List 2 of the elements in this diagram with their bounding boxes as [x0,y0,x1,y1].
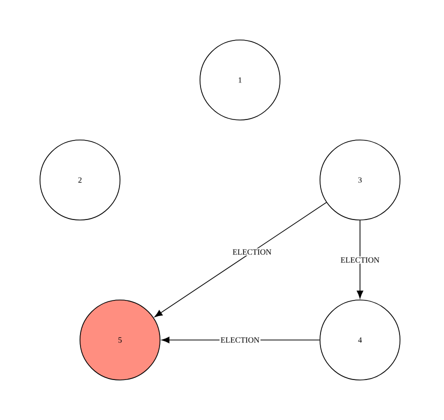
arrow [154,202,327,318]
arrow [356,220,364,298]
